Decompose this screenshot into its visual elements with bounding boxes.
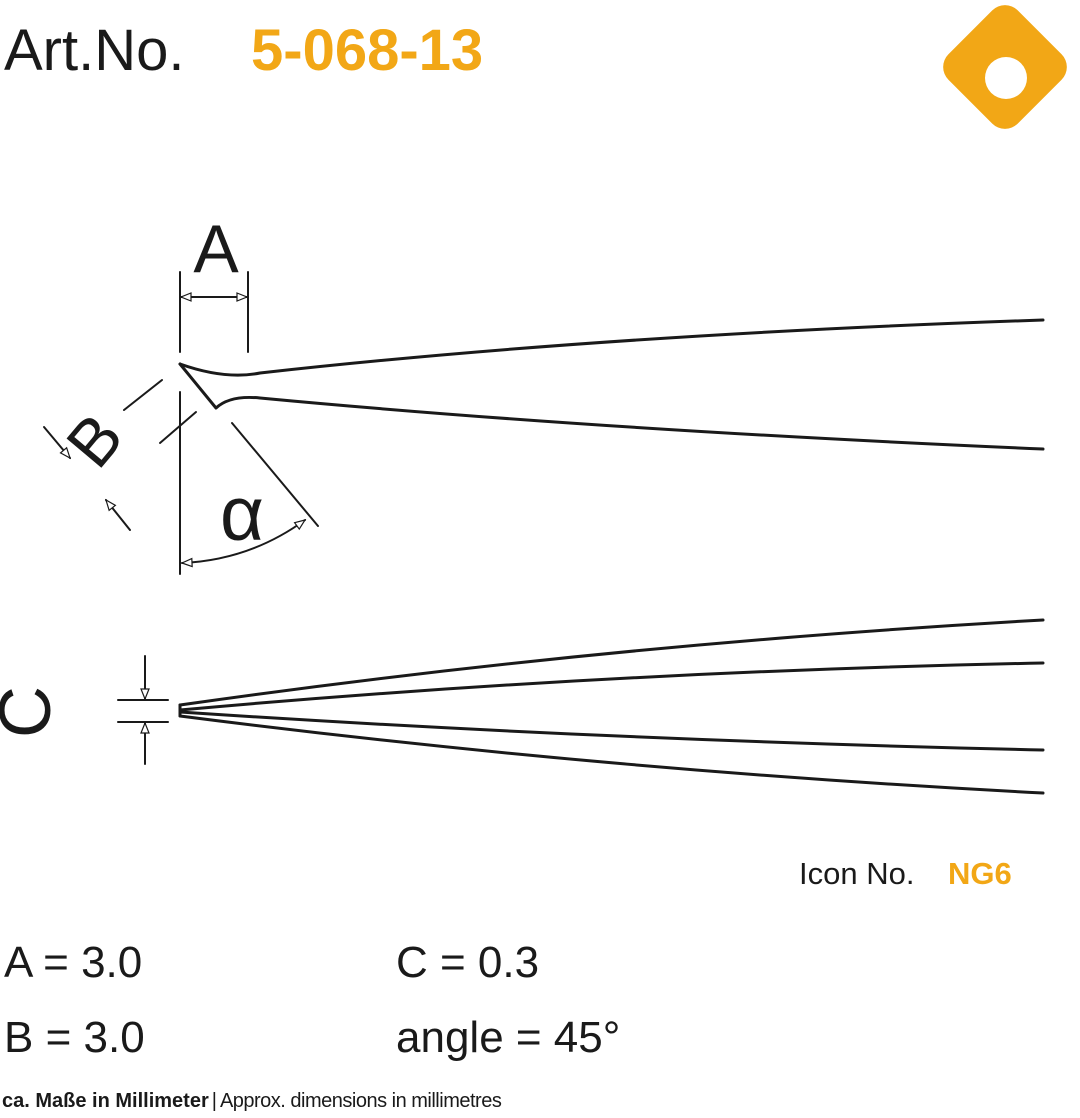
dim-alpha-diagonal xyxy=(231,422,319,527)
dim-a-label: A xyxy=(193,211,239,287)
art-no-label: Art.No. xyxy=(4,18,185,83)
dimension-a: A = 3.0 xyxy=(4,938,143,987)
top-view-inner-lower xyxy=(178,710,1045,752)
dimension-b: B = 3.0 xyxy=(4,1013,145,1062)
dim-b-arrow-lower xyxy=(104,498,131,531)
dim-alpha-arc xyxy=(180,519,307,568)
top-view-inner-upper xyxy=(178,661,1045,712)
dim-b-label: B xyxy=(52,400,137,481)
side-view-lower-edge xyxy=(178,362,1045,451)
dim-b-arrow-upper xyxy=(43,426,72,460)
icon-no-label: Icon No. xyxy=(799,856,915,891)
icon-no-value: NG6 xyxy=(948,856,1012,891)
dim-c-label: C xyxy=(0,686,66,738)
top-view-outer-lower xyxy=(178,714,1045,795)
top-view-outer-upper xyxy=(178,618,1045,707)
dim-b-ext-lower xyxy=(159,411,197,444)
diamond-ring-logo-icon xyxy=(943,5,1067,129)
footer-english: Approx. dimensions in millimetres xyxy=(219,1090,502,1112)
dimension-angle: angle = 45° xyxy=(396,1013,621,1062)
footer-note: ca. Maße in Millimeter|Approx. dimension… xyxy=(2,1090,502,1113)
dimension-c: C = 0.3 xyxy=(396,938,540,987)
dim-alpha-label: α xyxy=(220,472,264,557)
art-no-value: 5-068-13 xyxy=(251,18,484,83)
footer-separator: | xyxy=(211,1090,217,1112)
footer-german: ca. Maße in Millimeter xyxy=(2,1090,209,1112)
side-view-upper-edge xyxy=(178,318,1045,377)
dim-b-ext-upper xyxy=(123,379,163,411)
